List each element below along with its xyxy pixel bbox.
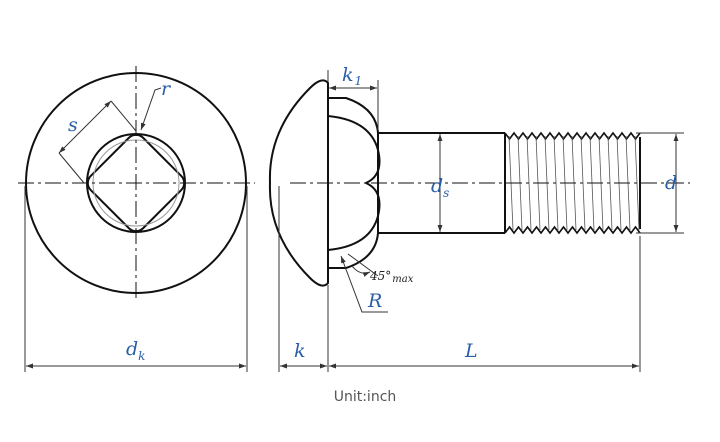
dimensions — [24, 70, 684, 372]
end-view — [18, 66, 255, 300]
angle-ref-line — [347, 253, 379, 277]
square-neck — [86, 133, 186, 233]
r-leader — [140, 87, 162, 131]
label-k1: k1 — [342, 64, 362, 88]
angle-arc — [351, 265, 371, 277]
R-leader — [340, 255, 388, 313]
label-k: k — [294, 340, 306, 362]
s-extension-1 — [110, 100, 137, 132]
dome-head — [268, 79, 329, 287]
label-45-max: 45°max — [369, 269, 414, 285]
neck — [328, 97, 379, 269]
label-d: d — [665, 172, 677, 194]
label-s: s — [68, 114, 78, 136]
label-ds: ds — [431, 175, 449, 200]
label-dk: dk — [126, 338, 145, 363]
thread-crest-top — [504, 131, 641, 141]
unit-caption: Unit:inch — [334, 389, 397, 405]
thread-outline — [504, 133, 641, 233]
thread-crest-bottom — [504, 225, 641, 235]
s-dimension-line — [58, 100, 112, 154]
label-R: R — [367, 290, 382, 312]
side-view — [268, 79, 690, 287]
s-extension-2 — [58, 152, 85, 184]
label-L: L — [464, 340, 478, 362]
labels: s r k1 ds d dk k L R 45°max — [68, 64, 677, 363]
label-r: r — [161, 78, 172, 100]
